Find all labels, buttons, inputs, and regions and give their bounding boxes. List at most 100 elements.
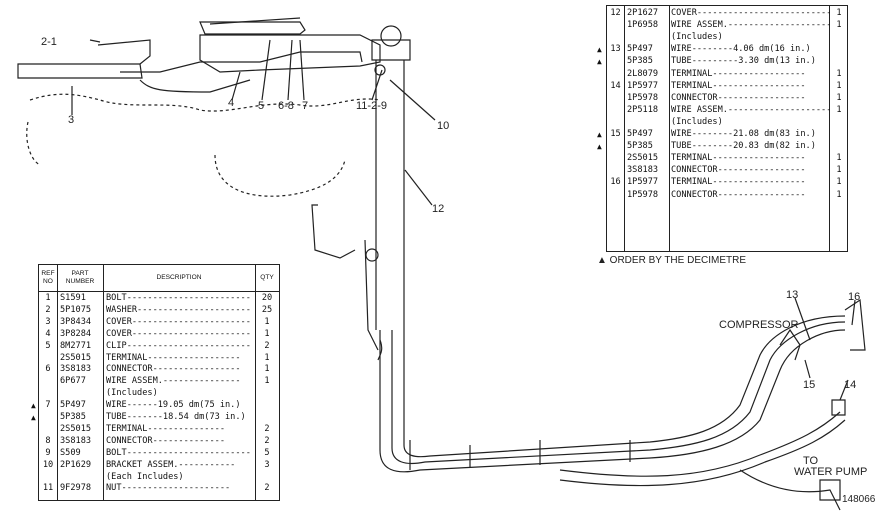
description-cell: CONNECTOR-----------------: [671, 165, 806, 176]
description-cell: (Includes): [671, 116, 723, 127]
table-row: 5P385 TUBE--------20.83 dm(82 in.)▲: [597, 141, 847, 153]
description-cell: CONNECTOR-----------------: [671, 92, 806, 103]
description-cell: BOLT------------------------: [106, 293, 251, 303]
part-number-cell: 5P497: [627, 129, 653, 139]
ref-no-cell: 10: [42, 459, 54, 470]
description-cell: WIRE------19.05 dm(75 in.): [106, 400, 241, 411]
callout-10: 10: [437, 120, 450, 132]
part-number-cell: 1P6958: [627, 20, 659, 31]
header-description: DESCRIPTION: [103, 265, 256, 291]
part-number-cell: 5P497: [60, 400, 86, 411]
table-row: 5P385 TUBE-------18.54 dm(73 in.)▲: [31, 412, 279, 424]
part-number-cell: 3P8434: [60, 316, 92, 327]
description-cell: TERMINAL------------------: [671, 80, 806, 91]
parts-table-header: REF NO PART NUMBER DESCRIPTION QTY: [39, 265, 279, 292]
qty-cell: 1: [264, 364, 270, 375]
description-cell: BRACKET ASSEM.-----------: [106, 459, 236, 470]
ref-no-cell: 14: [610, 80, 621, 91]
panel-rod: [209, 17, 301, 25]
ref-no-cell: 13: [610, 44, 621, 55]
ref-no-cell: 6: [45, 364, 51, 375]
description-cell: TERMINAL------------------: [106, 352, 241, 363]
callout-11-2-9: 11-2-9: [356, 100, 387, 112]
qty-cell: 1: [264, 352, 270, 363]
part-number-cell: 2S5015: [60, 423, 92, 434]
compressor-label: COMPRESSOR: [719, 319, 799, 331]
part-number-cell: 2P5118: [627, 104, 659, 115]
part-number-cell: 1P5978: [627, 92, 659, 103]
table-row: (Each Includes): [39, 472, 279, 484]
description-cell: TERMINAL------------------: [671, 68, 806, 79]
ref-no-cell: 2: [45, 304, 51, 315]
part-number-cell: 9F2978: [60, 483, 92, 494]
qty-cell: 1: [836, 80, 842, 91]
description-cell: (Includes): [671, 32, 723, 43]
qty-cell: 1: [836, 104, 842, 115]
ref-no-cell: 16: [610, 177, 621, 188]
table-row: 2L8079 TERMINAL------------------1: [607, 69, 847, 81]
qty-cell: 1: [836, 92, 842, 103]
qty-cell: 25: [261, 304, 273, 315]
decimetre-marker-icon: ▲: [597, 142, 602, 152]
dash-cover: [120, 51, 363, 73]
table-row: 2S5015 TERMINAL------------------1: [607, 153, 847, 165]
table-row: 10 2P1629 BRACKET ASSEM.----------- 3: [39, 460, 279, 472]
decimetre-marker-icon: ▲: [31, 413, 36, 422]
callout-4: 4: [228, 97, 235, 109]
part-number-cell: 2P1629: [60, 459, 92, 470]
description-cell: CLIP------------------------: [106, 340, 251, 351]
qty-cell: 1: [836, 8, 842, 18]
part-number-cell: S1591: [60, 293, 86, 303]
water-pump-hose: [559, 411, 841, 477]
description-cell: TERMINAL------------------: [671, 177, 806, 188]
ref-no-cell: 8: [45, 435, 51, 446]
qty-cell: 1: [836, 20, 842, 31]
part-number-cell: S509: [60, 447, 81, 458]
wire-tube-bundle: [379, 329, 846, 473]
description-cell: TERMINAL---------------: [106, 423, 225, 434]
ref-no-cell: 1: [45, 293, 51, 303]
cover-piece: [139, 79, 251, 93]
main-vertical-tube: [375, 60, 405, 330]
callout-6-8: 6-8: [278, 100, 294, 112]
description-cell: TUBE--------20.83 dm(82 in.): [671, 141, 816, 152]
header-part-number: PART NUMBER: [57, 265, 104, 291]
part-number-cell: 6P677: [60, 376, 86, 387]
qty-cell: 1: [836, 177, 842, 188]
header-qty: QTY: [260, 274, 274, 281]
order-note: ▲ ORDER BY THE DECIMETRE: [597, 255, 746, 266]
ref-no-cell: 12: [610, 8, 621, 18]
part-number-cell: 2S5015: [627, 153, 659, 164]
table-row: (Includes): [607, 32, 847, 44]
ref-no-cell: 7: [45, 400, 51, 411]
frame-upper: [97, 39, 151, 65]
decimetre-marker-icon: ▲: [597, 57, 602, 67]
header-ref-no: REF NO: [39, 265, 58, 291]
part-number-cell: 3P8284: [60, 328, 92, 339]
drawing-number: 148066: [842, 494, 876, 505]
qty-cell: 2: [264, 483, 270, 494]
decimetre-marker-icon: ▲: [597, 45, 602, 55]
description-cell: WIRE ASSEM.---------------: [106, 376, 241, 387]
qty-cell: 3: [264, 459, 270, 470]
qty-cell: 1: [836, 68, 842, 79]
description-cell: COVER-----------------------: [106, 328, 251, 339]
part-number-cell: 1P5977: [627, 80, 659, 91]
part-number-cell: 3S8183: [60, 435, 92, 446]
qty-cell: 1: [264, 376, 270, 387]
description-cell: NUT---------------------: [106, 483, 231, 494]
description-cell: CONNECTOR-----------------: [671, 189, 806, 200]
description-cell: COVER--------------------------: [671, 8, 831, 18]
